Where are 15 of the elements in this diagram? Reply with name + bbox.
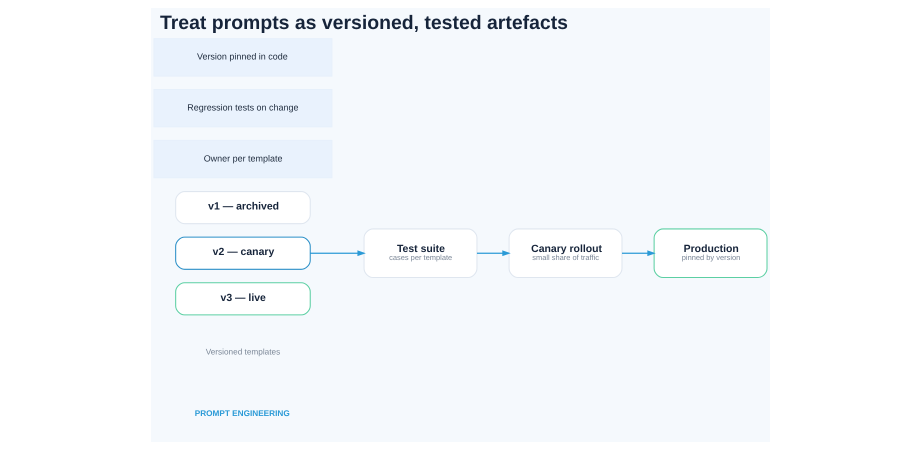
node-box: Canary rollout small share of traffic bbox=[508, 228, 622, 278]
node-box: Version pinned in code bbox=[152, 38, 332, 77]
label: PROMPT ENGINEERING bbox=[194, 409, 290, 418]
diagram-title: Treat prompts as versioned, tested artefacts bbox=[159, 12, 568, 34]
label: Versioned templates bbox=[205, 348, 280, 357]
arrow bbox=[310, 250, 366, 256]
arrow bbox=[476, 250, 510, 256]
node-box: v3 — live bbox=[174, 282, 310, 316]
node-box: v2 — canary bbox=[174, 236, 310, 270]
arrow bbox=[621, 250, 656, 256]
node-box: Owner per template bbox=[152, 140, 332, 178]
node-box: Regression tests on change bbox=[152, 88, 332, 128]
node-box: Production pinned by version bbox=[653, 228, 768, 278]
node-box: v1 — archived bbox=[174, 191, 310, 224]
node-box: Test suite cases per template bbox=[363, 228, 477, 278]
